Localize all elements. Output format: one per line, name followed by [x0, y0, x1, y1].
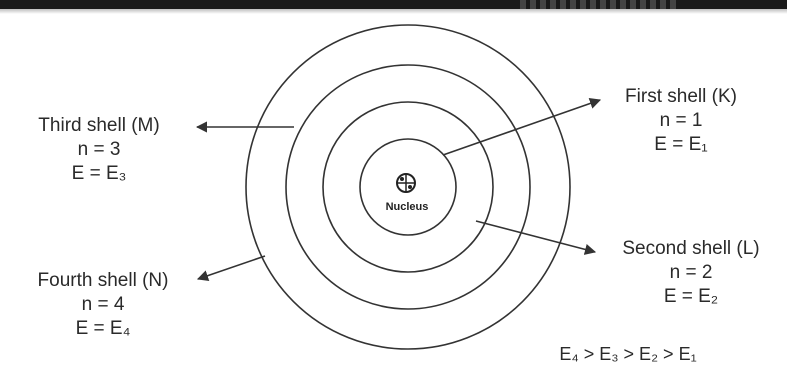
second-shell-energy: E = E₂ — [598, 286, 784, 308]
fourth-shell-arrow — [198, 256, 265, 279]
fourth-shell-energy: E = E₄ — [6, 318, 200, 340]
second-shell-n: n = 2 — [598, 262, 784, 284]
first-shell-name: First shell (K) — [596, 86, 766, 108]
second-shell-arrow — [476, 221, 595, 252]
second-shell-name: Second shell (L) — [598, 238, 784, 260]
first-shell-energy: E = E₁ — [596, 134, 766, 156]
first-shell-label: First shell (K) n = 1 E = E₁ — [596, 86, 766, 156]
energy-order: E₄ > E₃ > E₂ > E₁ — [528, 343, 728, 365]
nucleus: Nucleus — [386, 174, 429, 213]
third-shell-name: Third shell (M) — [10, 115, 188, 137]
fourth-shell-name: Fourth shell (N) — [6, 270, 200, 292]
third-shell-n: n = 3 — [10, 139, 188, 161]
nucleus-label: Nucleus — [386, 201, 429, 213]
first-shell-n: n = 1 — [596, 110, 766, 132]
second-shell-label: Second shell (L) n = 2 E = E₂ — [598, 238, 784, 308]
third-shell-energy: E = E₃ — [10, 163, 188, 185]
third-shell-label: Third shell (M) n = 3 E = E₃ — [10, 115, 188, 185]
fourth-shell-label: Fourth shell (N) n = 4 E = E₄ — [6, 270, 200, 340]
first-shell-arrow — [443, 100, 600, 155]
fourth-shell-n: n = 4 — [6, 294, 200, 316]
